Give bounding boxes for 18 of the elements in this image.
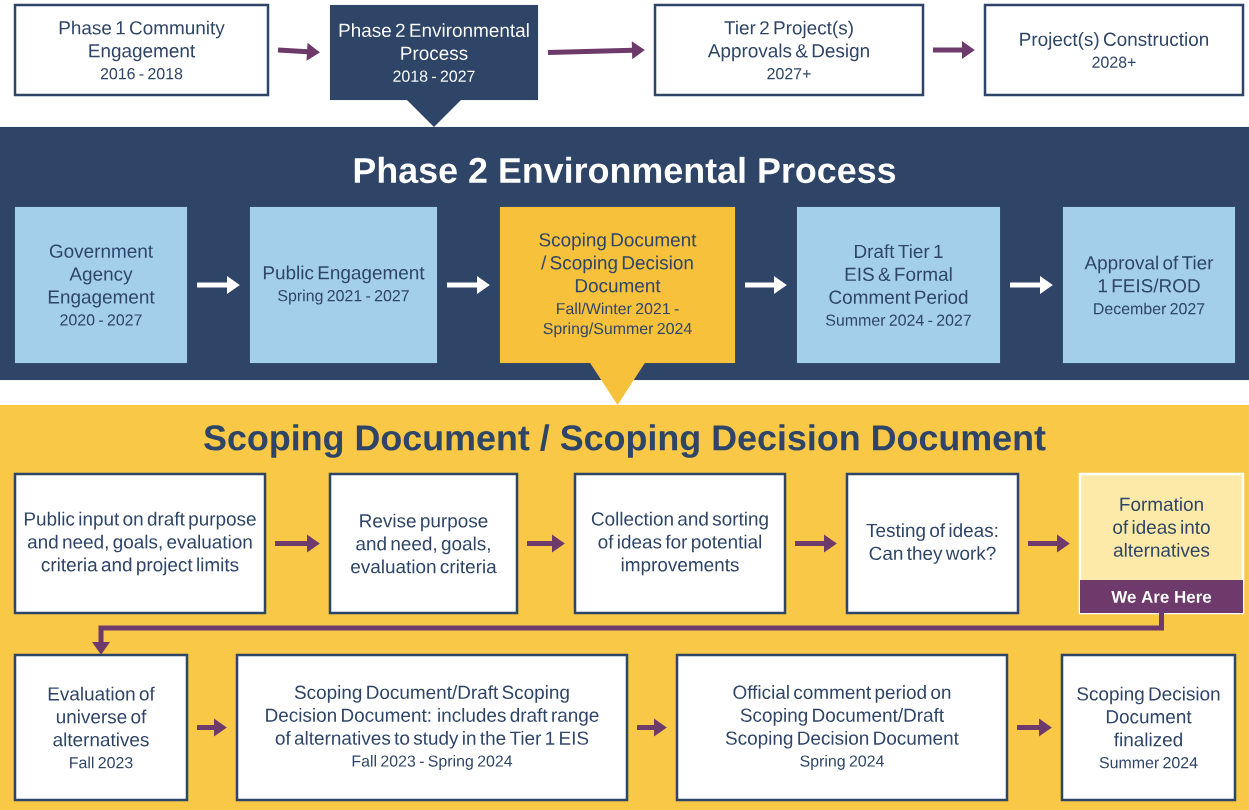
- process-box: Project(s) Construction 2028+: [983, 3, 1245, 97]
- process-box: Draft Tier 1 EIS & Formal Comment Period Summer 2024 - 2027: [796, 206, 1001, 364]
- process-box: Tier 2 Project(s) Approvals & Design 2027+: [653, 3, 925, 97]
- process-box: Evaluation of universe of alternatives Fall 2023: [13, 653, 189, 802]
- process-box: Scoping Decision Document finalized Summer 2024: [1060, 653, 1237, 802]
- callout-box: Scoping Document / Scoping Decision Document Fall/Winter 2021 - Spring/Summer 2024: [499, 206, 736, 405]
- process-box: Revise purpose and need, goals, evaluation criteria: [328, 472, 519, 615]
- process-box: Scoping Document/Draft Scoping Decision Document: includes draft range of alternatives to study in the Tier 1 EIS Fall 2023 - Spring 2024: [235, 653, 629, 802]
- process-box: Public input on draft purpose and need, goals, evaluation criteria and project limits: [13, 472, 267, 615]
- callout-box: Phase 2 Environmental Process 2018 - 2027: [329, 4, 539, 127]
- process-box: Phase 1 Community Engagement 2016 - 2018: [13, 3, 270, 97]
- process-box: Public Engagement Spring 2021 - 2027: [249, 206, 438, 364]
- highlighted-box: Formation of ideas into alternatives We Are Here: [1078, 472, 1245, 615]
- process-box: Testing of ideas: Can they work?: [845, 472, 1020, 615]
- process-box: Government Agency Engagement 2020 - 2027: [14, 206, 188, 364]
- process-box: Collection and sorting of ideas for potential improvements: [573, 472, 787, 615]
- process-box: Approval of Tier 1 FEIS/ROD December 2027: [1062, 206, 1236, 364]
- process-box: Official comment period on Scoping Document/Draft Scoping Decision Document Spring 2024: [675, 653, 1009, 802]
